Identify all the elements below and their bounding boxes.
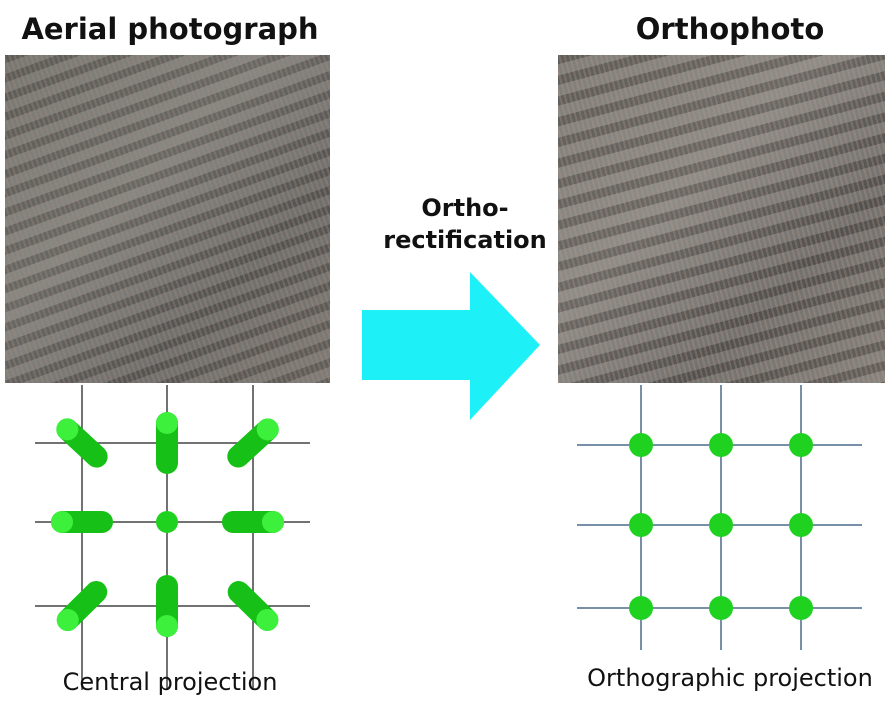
- marker: [709, 513, 733, 537]
- arrow-icon: [362, 272, 540, 420]
- vertical-markers: [629, 433, 813, 620]
- marker: [629, 513, 653, 537]
- orthographic-projection-caption: Orthographic projection: [587, 664, 873, 692]
- label-line-1: Ortho-: [421, 194, 509, 222]
- tilted-marker: [227, 418, 279, 468]
- tilted-marker: [51, 511, 113, 533]
- label-line-2: rectification: [383, 226, 547, 254]
- marker: [709, 433, 733, 457]
- tilted-marker: [56, 580, 108, 632]
- tilted-marker: [222, 511, 284, 533]
- central-projection-caption: Central projection: [62, 668, 278, 696]
- orthophoto-image: [558, 55, 885, 383]
- marker: [789, 513, 813, 537]
- orthophoto-title: Orthophoto: [635, 12, 825, 46]
- ortho-rectification-label: Ortho- rectification: [380, 192, 550, 256]
- tilted-marker: [156, 575, 178, 637]
- tilted-marker: [227, 581, 279, 631]
- tilted-markers: [51, 412, 284, 637]
- marker: [789, 596, 813, 620]
- marker: [629, 433, 653, 457]
- marker: [629, 596, 653, 620]
- aerial-photo: [5, 55, 330, 383]
- marker: [709, 596, 733, 620]
- marker: [156, 511, 178, 533]
- tilted-marker: [56, 418, 108, 468]
- aerial-photograph-title: Aerial photograph: [21, 12, 319, 46]
- marker: [789, 433, 813, 457]
- tilted-marker: [156, 412, 178, 474]
